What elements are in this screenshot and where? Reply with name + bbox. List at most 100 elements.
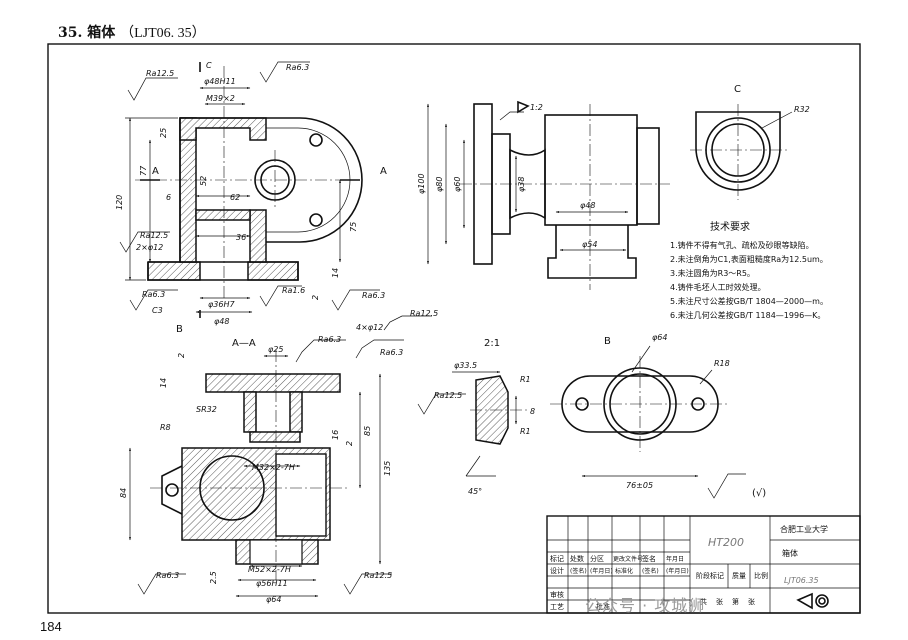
b-r18: R18 [714,359,730,368]
ra-top-left: Ra12.5 [146,69,174,78]
aa-d85: 85 [363,426,372,436]
side-d48: φ48 [580,201,595,210]
sig-2: (年月日) [590,567,613,575]
b-d64: φ64 [652,333,667,342]
side-d100: φ100 [417,173,426,194]
side-d80: φ80 [435,177,444,192]
tech-item-6: 6.未注几何公差按GB/T 1184—1996—K。 [670,310,825,320]
view-c-label: C [734,84,741,95]
dim-6: 6 [166,193,171,202]
tech-title: 技术要求 [710,220,750,233]
scale-label: 比例 [754,571,768,580]
view-b: B φ64 R18 76±05 [550,333,730,490]
sig-4: (签名) [642,567,659,575]
ra-bottom-right: Ra6.3 [362,291,385,300]
row-label-4: 工艺 [550,603,564,611]
drawing-number: LJT06.35 [784,576,819,585]
detail-r1a: R1 [520,375,531,384]
detail-d8: 8 [530,407,535,416]
head-5: 年月日 [666,555,684,563]
aa-ra1: Ra6.3 [318,335,341,344]
dim-14: 14 [331,268,340,278]
aa-d25: φ25 [268,345,283,354]
ra-bottom: Ra1.6 [282,286,305,295]
aa-label: A—A [232,338,256,349]
tech-item-3: 3.未注圆角为R3～R5。 [670,268,755,278]
ra-mid: Ra12.5 [140,231,168,240]
aa-sr32: SR32 [196,405,217,414]
aa-ra2: Ra6.3 [380,348,403,357]
slope-label: 1:2 [530,103,543,112]
section-aa-view: A—A φ25 Ra6.3 Ra6.3 4×φ12 Ra12.5 2 14 [119,309,438,604]
aa-d16: 16 [331,430,340,440]
aa-holes: 4×φ12 [356,323,383,332]
detail-view: 2:1 φ33.5 R1 R1 Ra12.5 8 45° [417,338,535,496]
dim-2: 2 [311,295,320,300]
sheet-3: 第 [732,597,739,606]
head-3: 更改文件号 [613,555,643,563]
view-c: C R32 [690,84,810,200]
watermark: 公众号 · 攻城狮 [585,596,706,615]
aa-bore: φ56H11 [256,579,288,588]
page-number: 184 [40,619,62,634]
aa-thread-mid: M32×2-7H [252,463,295,472]
sig-1: (签名) [570,567,587,575]
aa-d2: 2 [177,353,186,358]
dim-62: 62 [230,193,240,202]
aa-ra3: Ra12.5 [410,309,438,318]
front-section-view: Ra12.5 Ra6.3 φ48H11 M39×2 C A A 120 77 5… [115,61,387,335]
part-name: 箱体 [782,548,798,558]
title-block: HT200 合肥工业大学 箱体 LJT06.35 标记 设计 审核 工艺 处数 … [546,515,861,614]
approve-label: 批准 [596,602,610,611]
detail-r1b: R1 [520,427,531,436]
aa-r8: R8 [160,423,171,432]
holes-label: 2×φ12 [136,243,163,252]
tech-item-5: 5.未注尺寸公差按GB/T 1804—2000—m。 [670,296,828,306]
side-d60: φ60 [453,177,462,192]
aa-d64: φ64 [266,595,281,604]
material: HT200 [708,536,744,549]
aa-d25b: 2.5 [209,571,218,584]
b-span: 76±05 [626,481,653,490]
detail-scale: 2:1 [484,338,500,349]
dim-25: 25 [159,128,168,138]
projection-symbol-icon [796,592,829,610]
school-name: 合肥工业大学 [780,524,828,534]
dim-36: 36 [236,233,246,242]
section-a-left: A [152,166,159,177]
stage-label: 阶段标记 [696,571,724,580]
drawing-frame [47,43,861,614]
figure-title: 箱体 [87,25,116,41]
general-roughness: (√) [752,488,766,499]
bore-bottom-label: φ36H7 [208,300,235,309]
ra-top: Ra6.3 [286,63,309,72]
aa-thread-bottom: M52×2-7H [248,565,291,574]
sheet-1: 共 [700,597,707,606]
thread-top-label: M39×2 [206,94,235,103]
side-d54: φ54 [582,240,597,249]
section-c-mark: C [206,61,212,70]
view-b-label: B [604,336,611,347]
tech-item-4: 4.铸件毛坯人工时效处理。 [670,282,766,292]
tech-requirements: 技术要求 1.铸件不得有气孔、疏松及砂眼等缺陷。 2.未注倒角为C1,表面粗糙度… [670,220,828,320]
row-label-1: 标记 [550,554,564,563]
dim-77: 77 [139,165,148,176]
tech-item-2: 2.未注倒角为C1,表面粗糙度Ra为12.5um。 [670,254,828,264]
figure-heading: 35. 箱体 （LJT06. 35） [58,22,206,42]
figure-number: 35. [58,25,83,41]
aa-d2b: 2 [345,441,354,446]
aa-d14: 14 [159,378,168,388]
sig-5: (年月日) [666,567,689,575]
detail-ra: Ra12.5 [434,391,462,400]
detail-d335: φ33.5 [454,361,477,370]
aa-ra-bottom-right: Ra12.5 [364,571,392,580]
head-4: 签名 [642,554,656,563]
row-label-3: 审核 [550,590,564,599]
section-a-right: A [380,166,387,177]
figure-code: （LJT06. 35） [120,26,206,41]
sheet-4: 张 [748,597,755,606]
bore-48-label: φ48 [214,317,229,326]
row-label-2: 设计 [550,566,564,575]
dim-120: 120 [115,195,124,210]
detail-angle: 45° [468,487,482,496]
